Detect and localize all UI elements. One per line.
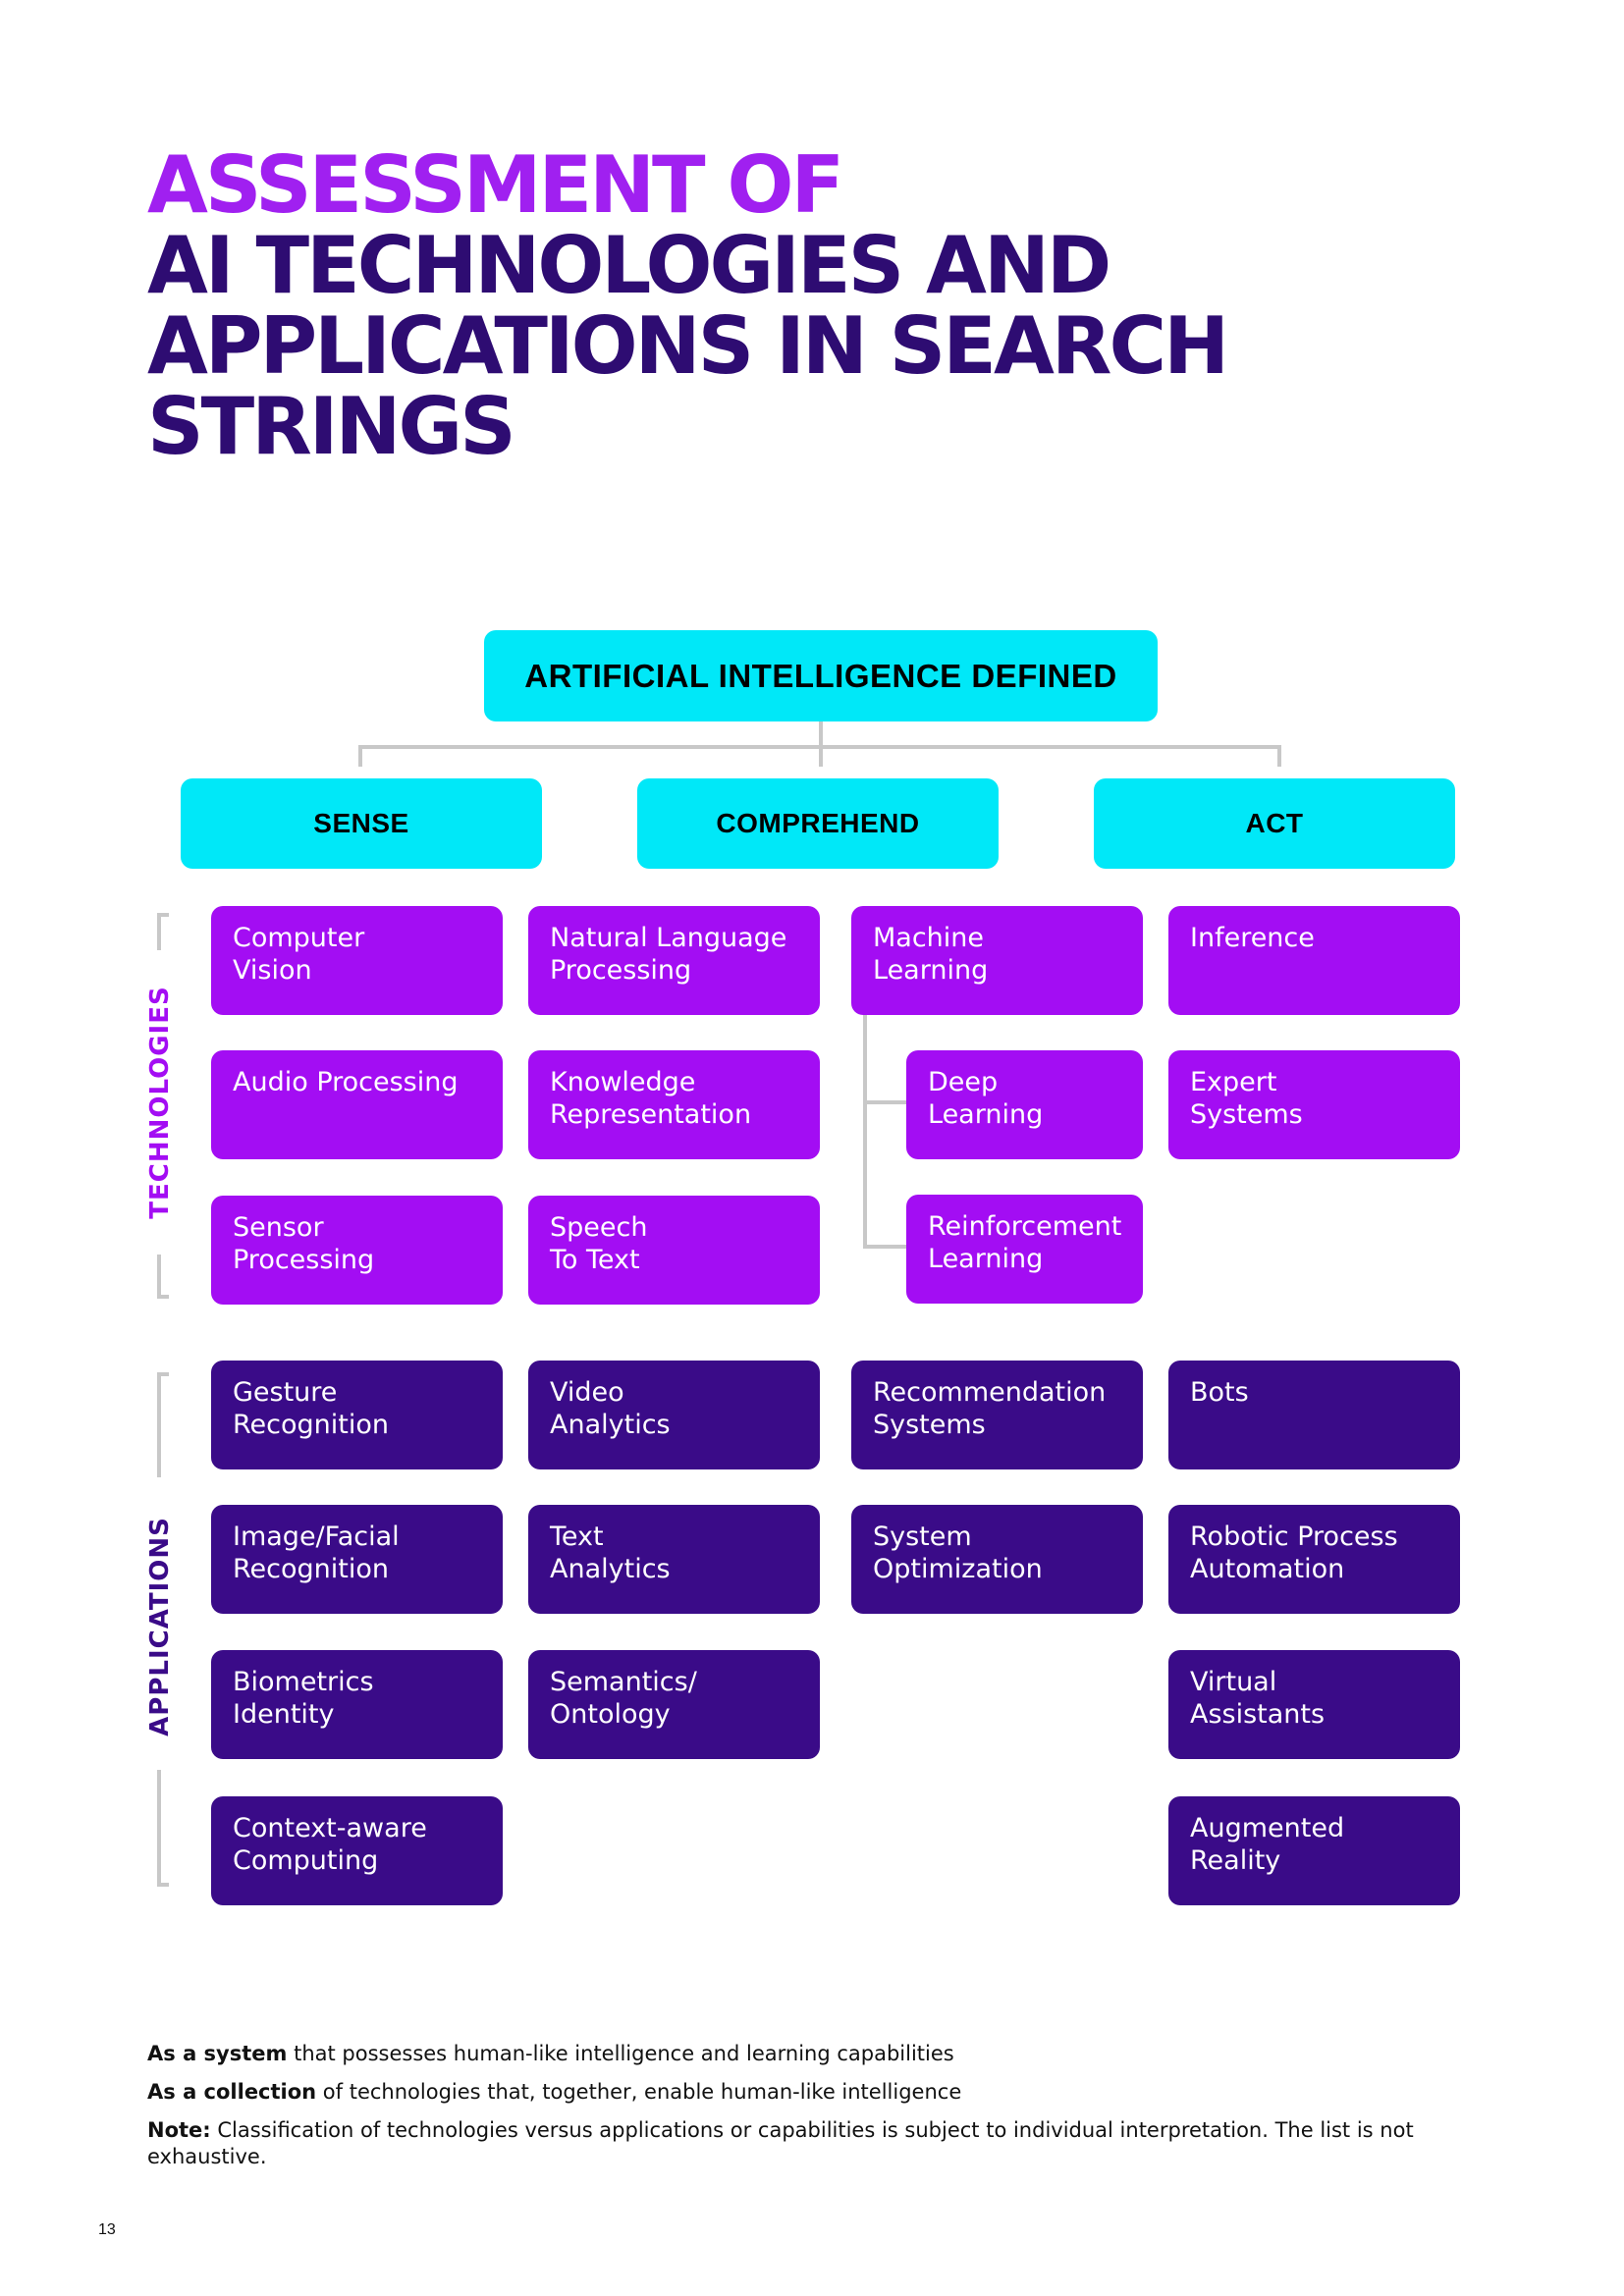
tech-inference: Inference xyxy=(1168,906,1460,1015)
tech-bracket-bottom-tick xyxy=(157,1295,169,1299)
connector-ml-deep xyxy=(863,1100,906,1104)
app-image-facial-recognition: Image/Facial Recognition xyxy=(211,1505,503,1614)
connector-horizontal xyxy=(358,745,1281,749)
title-line-2: AI TECHNOLOGIES AND xyxy=(147,220,1111,311)
footnote-system-text: that possesses human-like intelligence a… xyxy=(287,2042,954,2065)
app-virtual-assistants: Virtual Assistants xyxy=(1168,1650,1460,1759)
app-text-analytics: Text Analytics xyxy=(528,1505,820,1614)
app-bracket-bottom-vertical xyxy=(157,1770,161,1887)
page-title: ASSESSMENT OF AI TECHNOLOGIES AND APPLIC… xyxy=(147,139,1229,472)
category-comprehend: COMPREHEND xyxy=(637,778,999,869)
tech-computer-vision: Computer Vision xyxy=(211,906,503,1015)
tech-audio-processing: Audio Processing xyxy=(211,1050,503,1159)
footnote-system-bold: As a system xyxy=(147,2042,288,2065)
app-recommendation-systems: Recommendation Systems xyxy=(851,1361,1143,1469)
title-line-3: APPLICATIONS IN SEARCH xyxy=(147,300,1229,392)
app-video-analytics: Video Analytics xyxy=(528,1361,820,1469)
tech-bracket-top-vertical xyxy=(157,913,161,950)
connector-ml-vertical xyxy=(863,1015,867,1249)
app-bracket-top-tick xyxy=(157,1372,169,1376)
app-gesture-recognition: Gesture Recognition xyxy=(211,1361,503,1469)
footnote-note: Note: Classification of technologies ver… xyxy=(147,2117,1483,2170)
footnote-note-bold: Note: xyxy=(147,2118,211,2142)
technologies-side-label: TECHNOLOGIES xyxy=(145,986,175,1219)
app-semantics-ontology: Semantics/ Ontology xyxy=(528,1650,820,1759)
connector-act-drop xyxy=(1277,745,1281,767)
app-bracket-top-vertical xyxy=(157,1372,161,1477)
footnote-system: As a system that possesses human-like in… xyxy=(147,2041,1483,2067)
tech-knowledge-representation: Knowledge Representation xyxy=(528,1050,820,1159)
app-augmented-reality: Augmented Reality xyxy=(1168,1796,1460,1905)
tech-machine-learning: Machine Learning xyxy=(851,906,1143,1015)
tech-bracket-top-tick xyxy=(157,913,169,917)
tech-natural-language-processing: Natural Language Processing xyxy=(528,906,820,1015)
tech-sensor-processing: Sensor Processing xyxy=(211,1196,503,1305)
footnote-collection-bold: As a collection xyxy=(147,2080,317,2104)
root-node: ARTIFICIAL INTELLIGENCE DEFINED xyxy=(484,630,1158,721)
app-robotic-process-automation: Robotic Process Automation xyxy=(1168,1505,1460,1614)
footnote-collection: As a collection of technologies that, to… xyxy=(147,2079,1483,2106)
tech-reinforcement-learning: Reinforcement Learning xyxy=(906,1195,1143,1304)
page-number: 13 xyxy=(98,2221,116,2238)
category-sense: SENSE xyxy=(181,778,542,869)
title-line-1: ASSESSMENT OF xyxy=(147,139,844,231)
tech-speech-to-text: Speech To Text xyxy=(528,1196,820,1305)
footnote-collection-text: of technologies that, together, enable h… xyxy=(316,2080,962,2104)
app-bots: Bots xyxy=(1168,1361,1460,1469)
connector-ml-reinforcement xyxy=(863,1245,906,1249)
tech-expert-systems: Expert Systems xyxy=(1168,1050,1460,1159)
title-line-4: STRINGS xyxy=(147,381,516,472)
connector-sense-drop xyxy=(358,745,362,767)
tech-deep-learning: Deep Learning xyxy=(906,1050,1143,1159)
applications-side-label: APPLICATIONS xyxy=(145,1517,175,1736)
app-biometrics-identity: Biometrics Identity xyxy=(211,1650,503,1759)
tech-bracket-bottom-vertical xyxy=(157,1255,161,1299)
app-system-optimization: System Optimization xyxy=(851,1505,1143,1614)
footnote-note-text: Classification of technologies versus ap… xyxy=(147,2118,1414,2168)
app-bracket-bottom-tick xyxy=(157,1883,169,1887)
app-context-aware-computing: Context-aware Computing xyxy=(211,1796,503,1905)
category-act: ACT xyxy=(1094,778,1455,869)
connector-root-stem xyxy=(819,721,823,767)
